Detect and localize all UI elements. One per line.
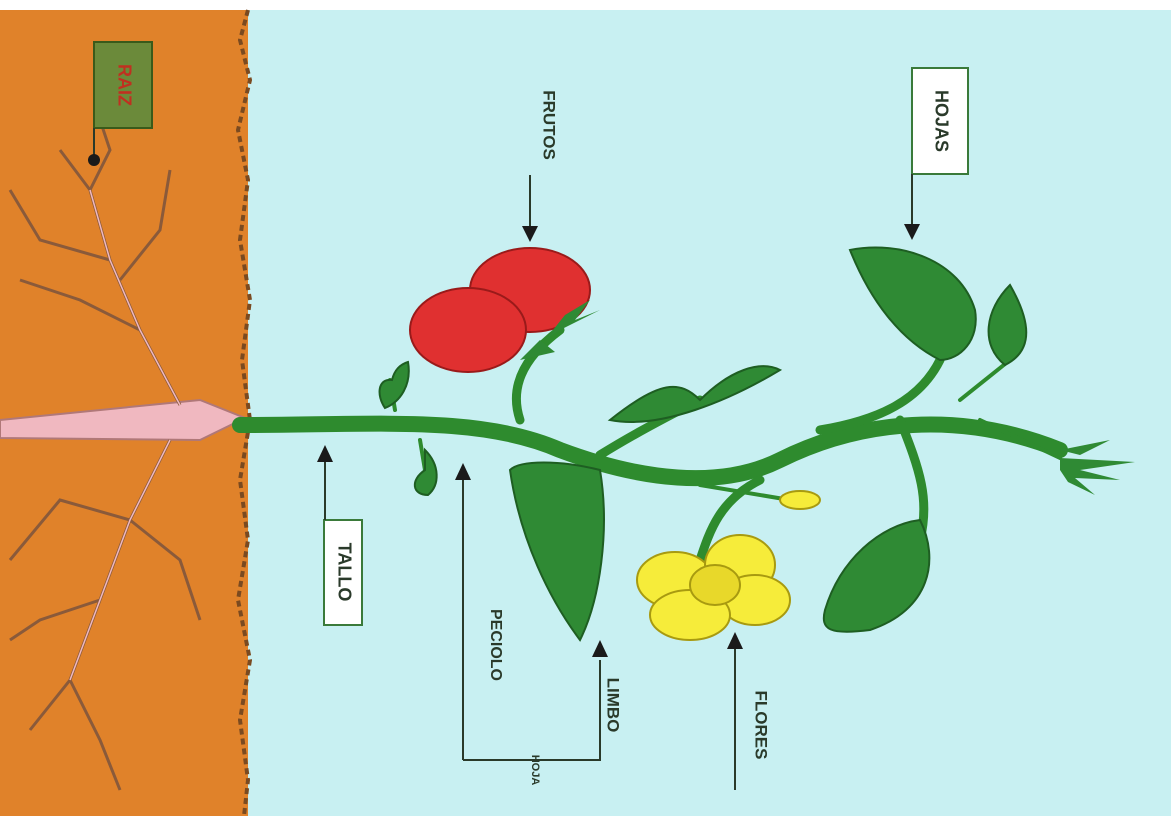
label-tallo: TALLO bbox=[324, 520, 362, 625]
fruit-lower bbox=[410, 288, 526, 372]
label-frutos: FRUTOS bbox=[540, 90, 559, 160]
label-flores-text: FLORES bbox=[752, 691, 771, 760]
label-raiz-text: RAIZ bbox=[114, 64, 134, 106]
label-hojas-text: HOJAS bbox=[931, 90, 951, 152]
label-peciolo: PECIOLO bbox=[487, 609, 504, 681]
label-raiz: RAIZ bbox=[94, 42, 152, 128]
label-limbo-text: LIMBO bbox=[604, 678, 623, 733]
label-tallo-text: TALLO bbox=[334, 543, 354, 602]
label-flores: FLORES bbox=[752, 691, 771, 760]
raiz-dot bbox=[88, 154, 100, 166]
sky-background bbox=[245, 10, 1171, 816]
label-frutos-text: FRUTOS bbox=[540, 90, 559, 160]
label-limbo: LIMBO bbox=[604, 678, 623, 733]
label-peciolo-text: PECIOLO bbox=[487, 609, 504, 681]
flower-bud bbox=[780, 491, 820, 509]
label-hojas: HOJAS bbox=[912, 68, 968, 174]
